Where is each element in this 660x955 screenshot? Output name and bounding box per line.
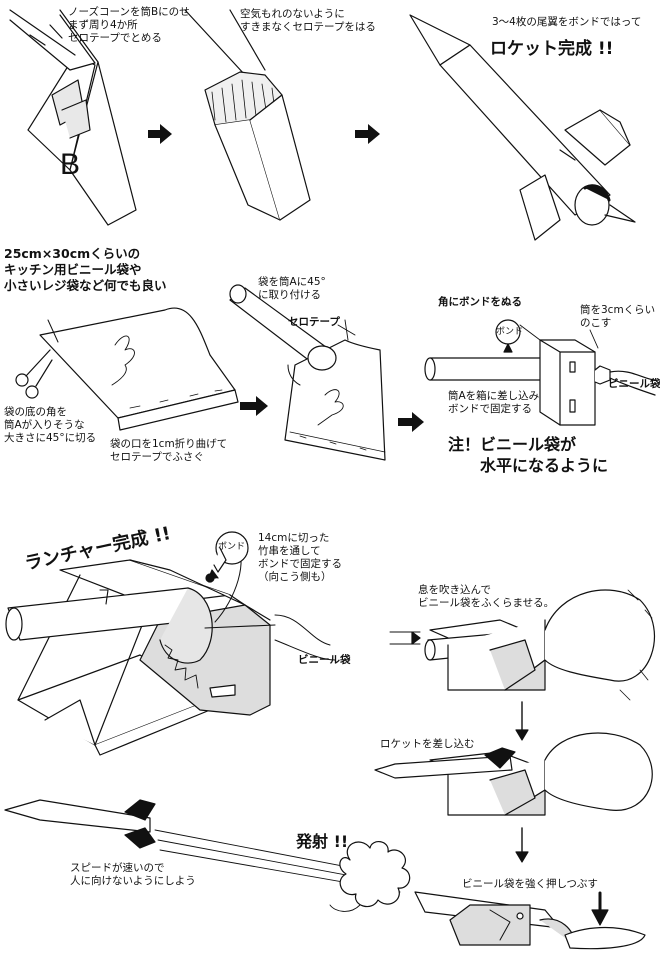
inflate-illustration bbox=[389, 589, 655, 701]
step2-illustration bbox=[184, 9, 311, 221]
insert-rocket-caption: ロケットを差し込む bbox=[380, 738, 475, 750]
attach-caption: 袋を筒Aに45° に取り付ける bbox=[258, 276, 326, 301]
bag-caption: 25cm×30cmくらいの キッチン用ビニール袋や 小さいレジ袋など何でも良い bbox=[4, 246, 167, 293]
speed-warning: スピードが速いので 人に向けないようにしよう bbox=[70, 862, 196, 887]
inflate-caption: 息を吹き込んで ビニール袋をふくらませる。 bbox=[418, 584, 555, 609]
bag-illustration bbox=[39, 307, 239, 431]
arrow-right-icon bbox=[240, 396, 268, 416]
tube-remaining-note: 筒を3cmくらい のこす bbox=[580, 304, 656, 329]
bond-bottle-icon bbox=[205, 547, 227, 583]
bag-on-tube-illustration bbox=[229, 284, 386, 461]
scissors-icon bbox=[15, 349, 53, 399]
tube-b-label: B bbox=[60, 148, 80, 181]
launcher-bond-label: ボンド bbox=[218, 542, 246, 552]
skewer-note: 14cmに切った 竹串を通して ボンドで固定する （向こう側も） bbox=[258, 532, 342, 583]
bag-corner-note: 袋の底の角を 筒Aが入りそうな 大きさに45°に切る bbox=[4, 406, 97, 444]
bag-fold-note: 袋の口を1cm折り曲げて セロテープでふさぐ bbox=[110, 438, 228, 463]
box-with-tube-illustration bbox=[424, 319, 656, 426]
launch-smoke-illustration bbox=[329, 841, 411, 912]
horizontal-warning: 注！ビニール袋が 水平になるように bbox=[448, 435, 609, 475]
arrow-right-icon bbox=[355, 124, 380, 144]
insert-rocket-illustration bbox=[374, 732, 653, 816]
insert-tube-note: 筒Aを箱に差し込み ボンドで固定する bbox=[448, 390, 540, 415]
corner-bond-note: 角にボンドをぬる bbox=[438, 296, 522, 308]
arrow-down-icon bbox=[515, 827, 529, 863]
step3-rocket-illustration bbox=[409, 14, 636, 241]
rocket-complete-title: ロケット完成 !! bbox=[490, 39, 614, 59]
step3-caption: 3～4枚の尾翼をボンドではって bbox=[492, 16, 642, 28]
press-bag-note: ビニール袋を強く押しつぶす bbox=[462, 878, 598, 890]
arrow-right-icon bbox=[148, 124, 172, 144]
bond-label-small: ボンド bbox=[496, 327, 524, 337]
step1-caption: ノーズコーンを筒Bにのせ まず周り4か所 セロテープでとめる bbox=[68, 6, 190, 44]
launch-launcher-illustration bbox=[414, 891, 646, 950]
arrow-down-icon bbox=[515, 701, 529, 741]
step1-illustration bbox=[9, 9, 137, 226]
arrow-right-icon bbox=[398, 412, 424, 432]
tape-label: セロテープ bbox=[288, 316, 340, 328]
launch-title: 発射 !! bbox=[296, 832, 349, 851]
launcher-bag-label: ビニール袋 bbox=[298, 654, 351, 666]
flying-rocket-illustration bbox=[4, 799, 406, 893]
step2-caption: 空気もれのないように すきまなくセロテープをはる bbox=[240, 8, 376, 33]
box-bag-label: ビニール袋 bbox=[608, 378, 660, 390]
